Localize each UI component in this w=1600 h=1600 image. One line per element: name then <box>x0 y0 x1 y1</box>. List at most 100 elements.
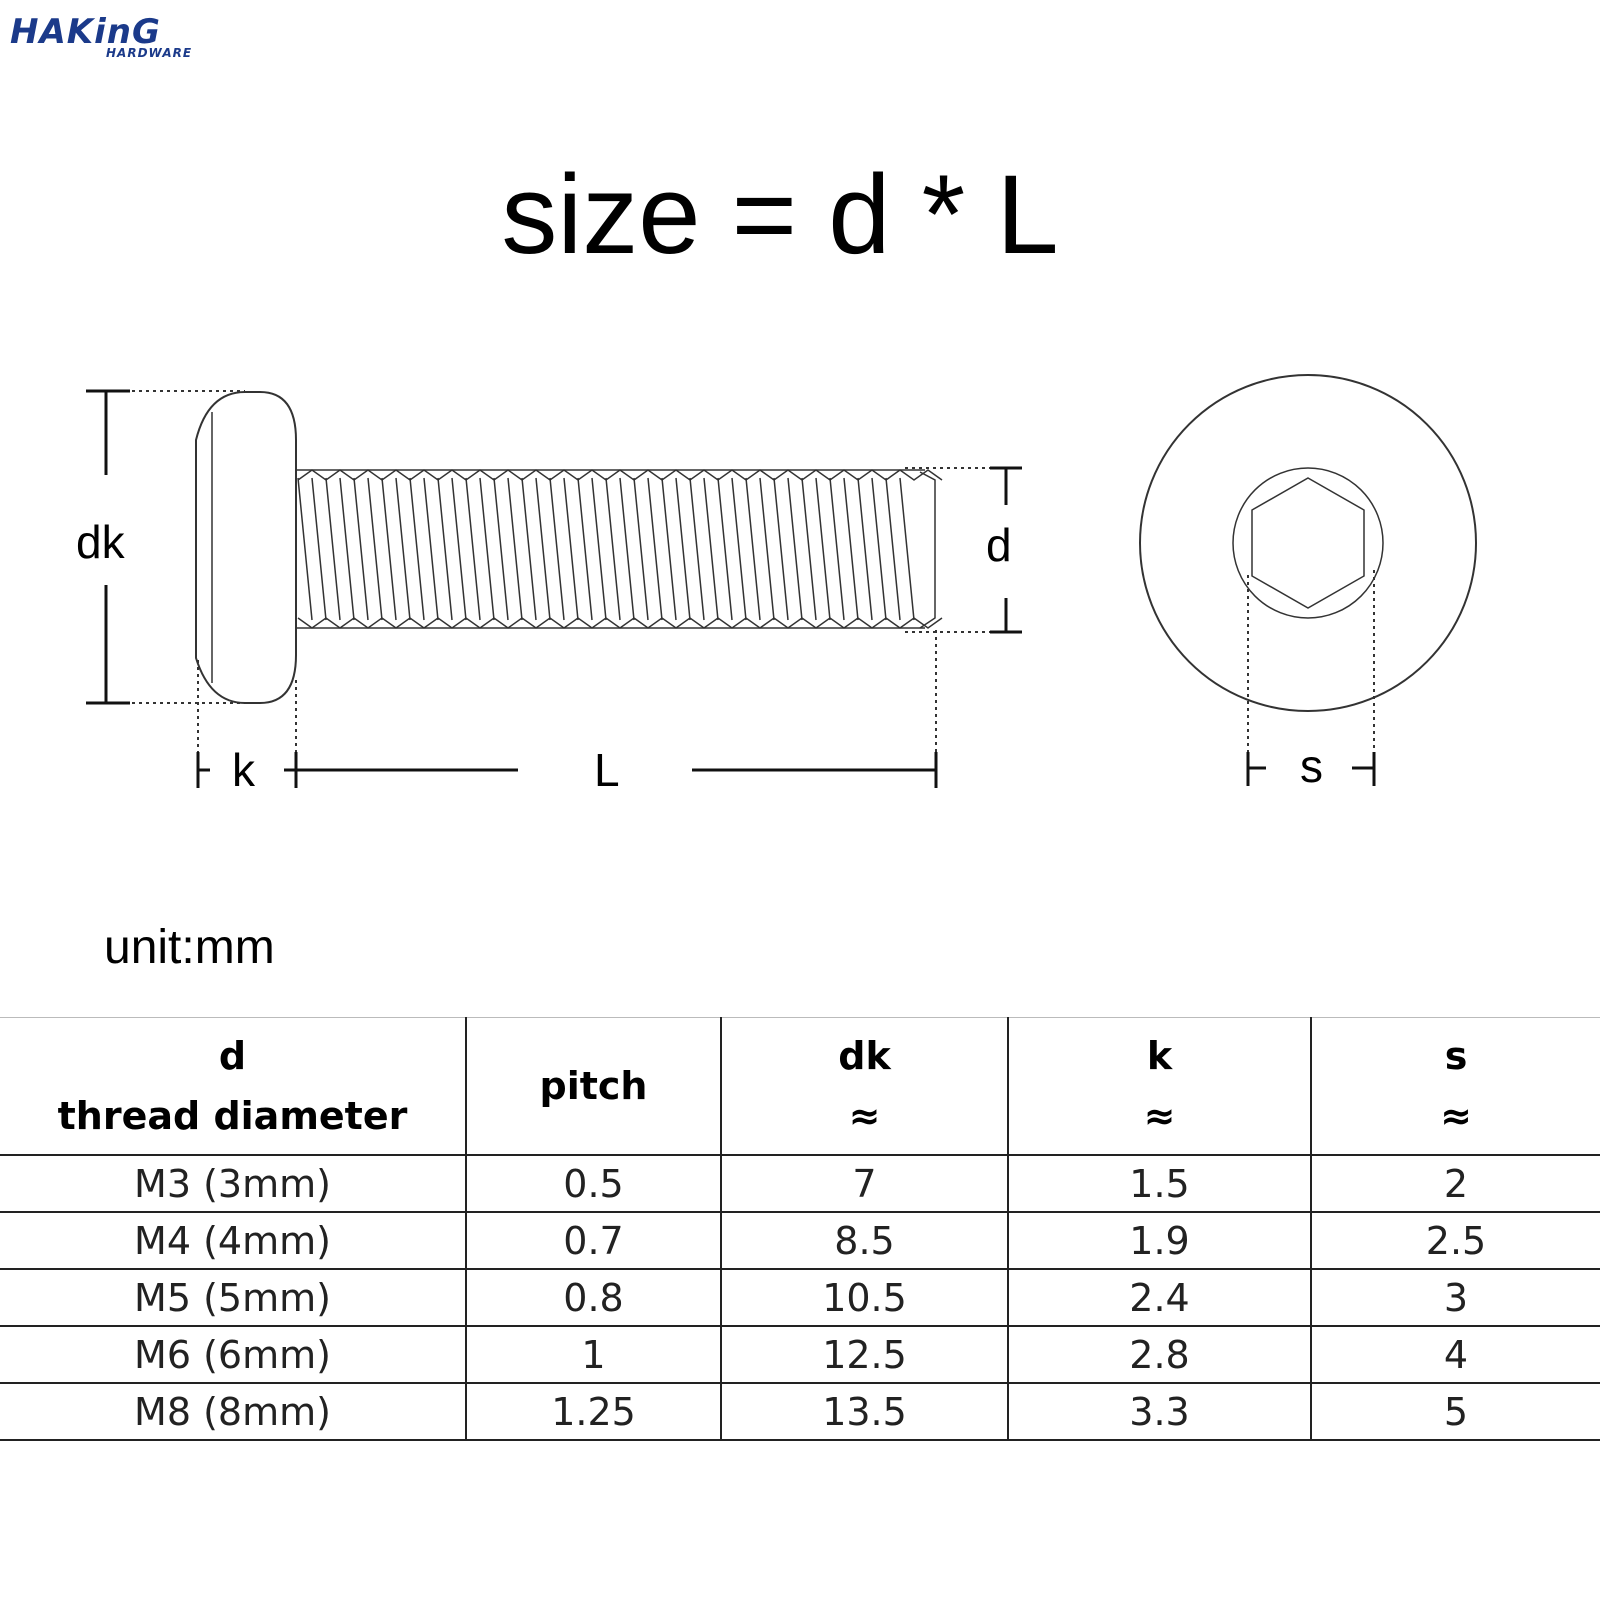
cell-k: 1.9 <box>1007 1211 1312 1270</box>
cell-s: 5 <box>1310 1382 1600 1441</box>
thread-line <box>591 477 607 621</box>
screw-diagram: dk d k L <box>76 374 1477 796</box>
thread-line <box>703 477 719 621</box>
thread-line <box>381 477 397 621</box>
label-L: L <box>594 744 620 796</box>
label-dk: dk <box>76 516 126 568</box>
cell-s: 3 <box>1310 1268 1600 1327</box>
label-s: s <box>1300 740 1323 792</box>
thread-line <box>899 477 915 621</box>
thread-line <box>689 477 705 621</box>
thread-line <box>787 477 803 621</box>
thread-line <box>521 477 537 621</box>
cell-s: 4 <box>1310 1325 1600 1384</box>
thread-line <box>857 477 873 621</box>
header-pitch: pitch <box>465 1017 722 1156</box>
thread-line <box>451 477 467 621</box>
screw-head-top-view <box>1139 374 1477 712</box>
cell-d: M5 (5mm) <box>0 1268 467 1327</box>
cell-d: M6 (6mm) <box>0 1325 467 1384</box>
thread-line <box>801 477 817 621</box>
thread-line <box>367 477 383 621</box>
thread-line <box>815 477 831 621</box>
thread-line <box>577 477 593 621</box>
thread-line <box>353 477 369 621</box>
thread-line <box>409 477 425 621</box>
cell-dk: 10.5 <box>720 1268 1009 1327</box>
screw-head-outline <box>195 391 297 704</box>
thread-line <box>661 477 677 621</box>
table-row: M4 (4mm) 0.7 8.5 1.9 2.5 <box>0 1211 1600 1270</box>
cell-s: 2.5 <box>1310 1211 1600 1270</box>
thread-line <box>871 477 887 621</box>
cell-dk: 12.5 <box>720 1325 1009 1384</box>
k-dimension <box>196 752 296 788</box>
thread-line <box>731 477 747 621</box>
thread-line <box>297 477 313 621</box>
cell-pitch: 1 <box>465 1325 722 1384</box>
thread-line <box>829 477 845 621</box>
d-dimension <box>990 466 1022 634</box>
brand-logo: HAKinG HARDWARE <box>10 14 230 60</box>
thread-line <box>745 477 761 621</box>
thread-line <box>423 477 439 621</box>
header-s: s≈ <box>1310 1017 1600 1156</box>
s-dimension <box>1246 752 1376 786</box>
brand-name: HAKinG <box>10 12 161 52</box>
label-d: d <box>986 519 1012 571</box>
thread-line <box>675 477 691 621</box>
thread-line <box>465 477 481 621</box>
header-dk: dk≈ <box>720 1017 1009 1156</box>
brand-tagline: HARDWARE <box>106 46 193 60</box>
thread-line <box>507 477 523 621</box>
dk-dimension <box>86 389 130 705</box>
thread-crest <box>297 469 943 481</box>
thread-line <box>843 477 859 621</box>
cell-pitch: 1.25 <box>465 1382 722 1441</box>
header-k: k≈ <box>1007 1017 1312 1156</box>
cell-k: 2.8 <box>1007 1325 1312 1384</box>
thread-line <box>759 477 775 621</box>
thread-line <box>773 477 789 621</box>
thread-line <box>563 477 579 621</box>
thread-line <box>885 477 901 621</box>
cell-k: 1.5 <box>1007 1154 1312 1213</box>
cell-dk: 8.5 <box>720 1211 1009 1270</box>
thread-line <box>605 477 621 621</box>
cell-dk: 7 <box>720 1154 1009 1213</box>
hex-socket-icon <box>1251 477 1365 609</box>
cell-pitch: 0.7 <box>465 1211 722 1270</box>
thread-line <box>647 477 663 621</box>
table-row: M3 (3mm) 0.5 7 1.5 2 <box>0 1154 1600 1213</box>
thread-line <box>479 477 495 621</box>
cell-k: 3.3 <box>1007 1382 1312 1441</box>
label-k: k <box>232 744 256 796</box>
thread-line <box>339 477 355 621</box>
thread-line <box>395 477 411 621</box>
thread-lines <box>297 469 943 629</box>
table-row: M8 (8mm) 1.25 13.5 3.3 5 <box>0 1382 1600 1441</box>
cell-d: M8 (8mm) <box>0 1382 467 1441</box>
cell-d: M4 (4mm) <box>0 1211 467 1270</box>
cell-pitch: 0.8 <box>465 1268 722 1327</box>
thread-crest <box>297 617 943 629</box>
cell-dk: 13.5 <box>720 1382 1009 1441</box>
thread-line <box>493 477 509 621</box>
size-formula: size = d * L <box>501 152 1059 277</box>
thread-line <box>619 477 635 621</box>
L-dimension <box>294 752 938 788</box>
thread-line <box>633 477 649 621</box>
thread-line <box>535 477 551 621</box>
cell-s: 2 <box>1310 1154 1600 1213</box>
table-row: M6 (6mm) 1 12.5 2.8 4 <box>0 1325 1600 1384</box>
thread-line <box>717 477 733 621</box>
cell-k: 2.4 <box>1007 1268 1312 1327</box>
thread-line <box>311 477 327 621</box>
thread-line <box>325 477 341 621</box>
thread-line <box>549 477 565 621</box>
unit-label: unit:mm <box>104 921 275 974</box>
cell-pitch: 0.5 <box>465 1154 722 1213</box>
